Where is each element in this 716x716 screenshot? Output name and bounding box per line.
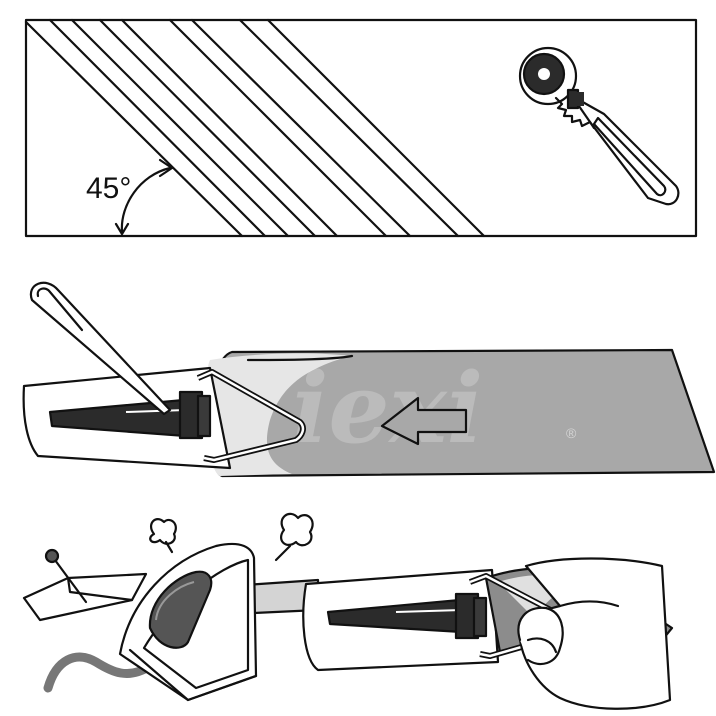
watermark-registered: ®: [566, 425, 577, 441]
arrow-left-icon: [380, 396, 468, 446]
rotary-cutter-icon: [518, 46, 680, 206]
iron-icon: [118, 542, 258, 702]
fabric-sheet: [24, 18, 698, 238]
watermark: iexi: [292, 352, 483, 465]
folded-strip: [22, 572, 148, 622]
needle-icon: [29, 281, 172, 416]
panel-cutting-strips: 45°: [24, 18, 698, 238]
bias-tape-maker-icon: [302, 568, 500, 672]
pin-icon: [44, 548, 88, 604]
diagonal-strips: [24, 18, 486, 238]
angle-label: 45°: [86, 172, 131, 205]
steam-puff-icon: [149, 512, 314, 562]
panel-feeding-strip: iexi ®: [22, 281, 716, 478]
bias-tape-maker-icon: [22, 366, 306, 470]
iron-cord: [43, 652, 155, 693]
angle-indicator: 45°: [86, 158, 174, 236]
panel-ironing: [22, 512, 674, 710]
hand-icon: [517, 557, 672, 710]
